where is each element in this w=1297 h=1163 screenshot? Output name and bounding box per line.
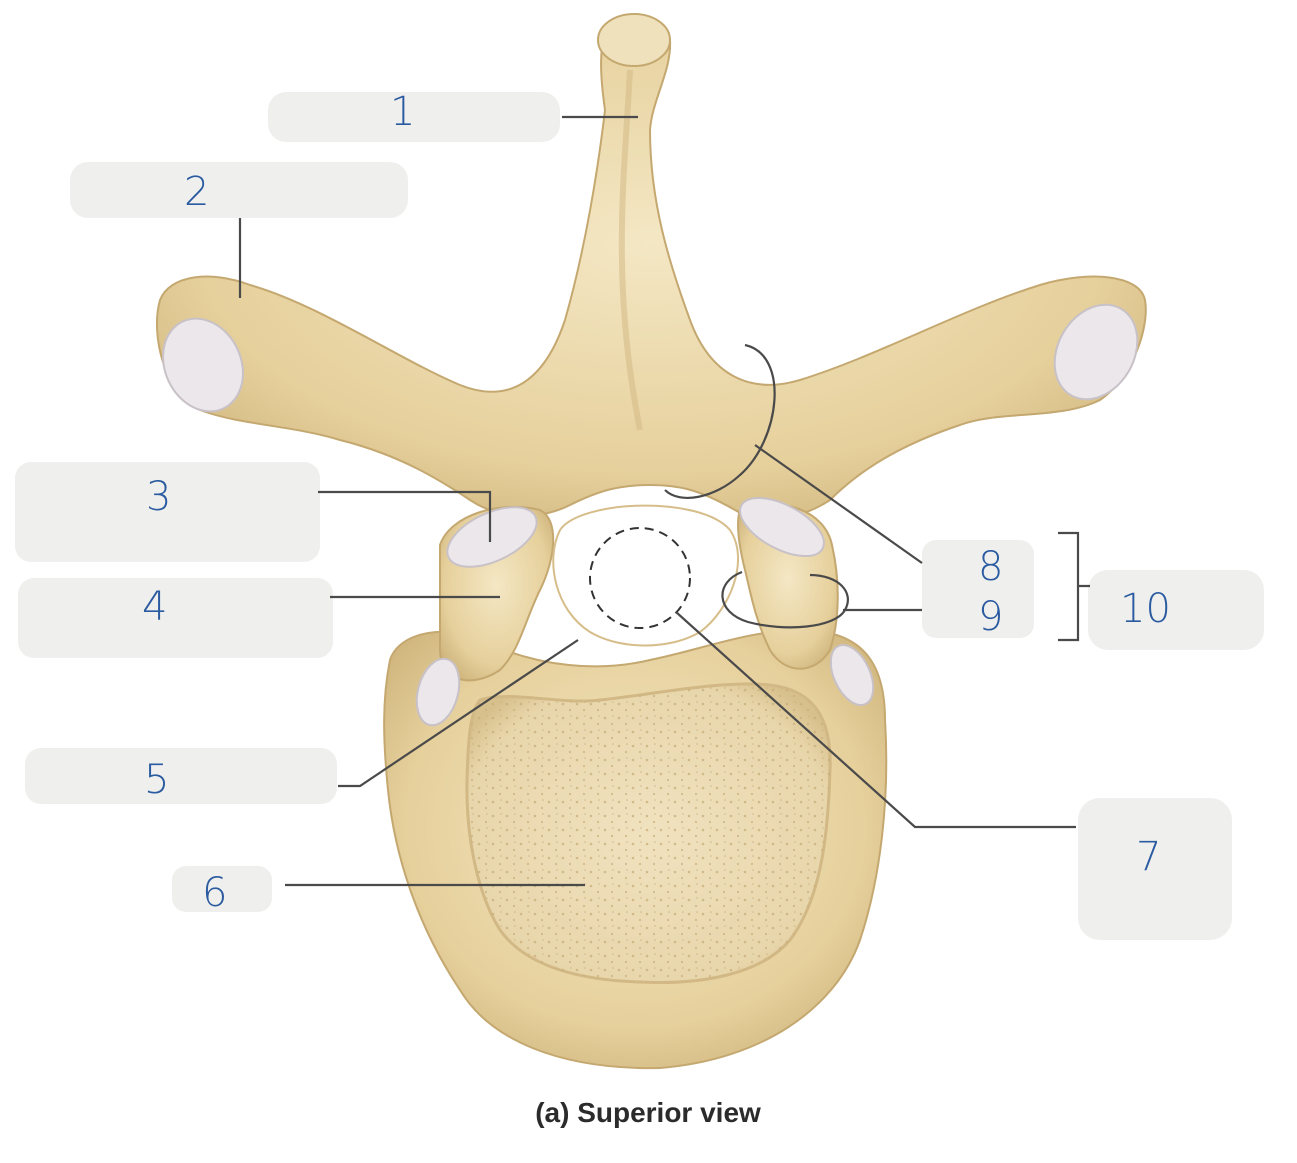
label-7: 7 [1136,834,1161,880]
annotation-shapes [664,343,1090,642]
foramen-dashed-circle [589,527,691,629]
label-3: 3 [146,474,171,520]
label-9: 9 [978,594,1003,640]
lamina-arc [664,343,776,499]
label-2: 2 [184,169,209,215]
label-pad-3 [15,462,320,562]
label-pad-4 [18,578,333,658]
label-4: 4 [142,584,167,630]
label-1: 1 [390,89,415,135]
leader-lines [238,115,1076,887]
vertebra-illustration [156,13,1147,1070]
label-pad-6 [172,866,272,912]
label-10: 10 [1120,586,1171,632]
label-pad-10 [1088,570,1264,650]
spinous-process-tip [597,13,671,67]
label-pad-5 [25,748,337,804]
label-pad-2 [70,162,408,218]
leader-8 [754,444,923,564]
left-costal-facet [162,317,244,413]
left-demifacet [415,657,461,727]
right-demifacet [829,644,875,706]
label-6: 6 [202,870,227,916]
label-8: 8 [978,544,1003,590]
leader-7 [675,611,1076,829]
label-numbers: 1 2 3 4 5 6 7 8 9 10 [142,89,1171,916]
figure-caption: (a) Superior view [535,1097,761,1128]
right-superior-articular-facet [739,496,825,558]
label-5: 5 [144,757,169,803]
left-superior-articular-facet [446,506,538,568]
vertebral-foramen [552,504,739,647]
label-pads [15,92,1264,940]
bracket-10 [1058,531,1090,642]
leader-3 [318,490,492,542]
label-pad-1 [268,92,560,142]
pedicle-oval [721,570,849,629]
leader-5 [338,639,579,788]
label-pad-89 [922,540,1034,638]
label-pad-7 [1078,798,1232,940]
right-costal-facet [1053,303,1139,401]
